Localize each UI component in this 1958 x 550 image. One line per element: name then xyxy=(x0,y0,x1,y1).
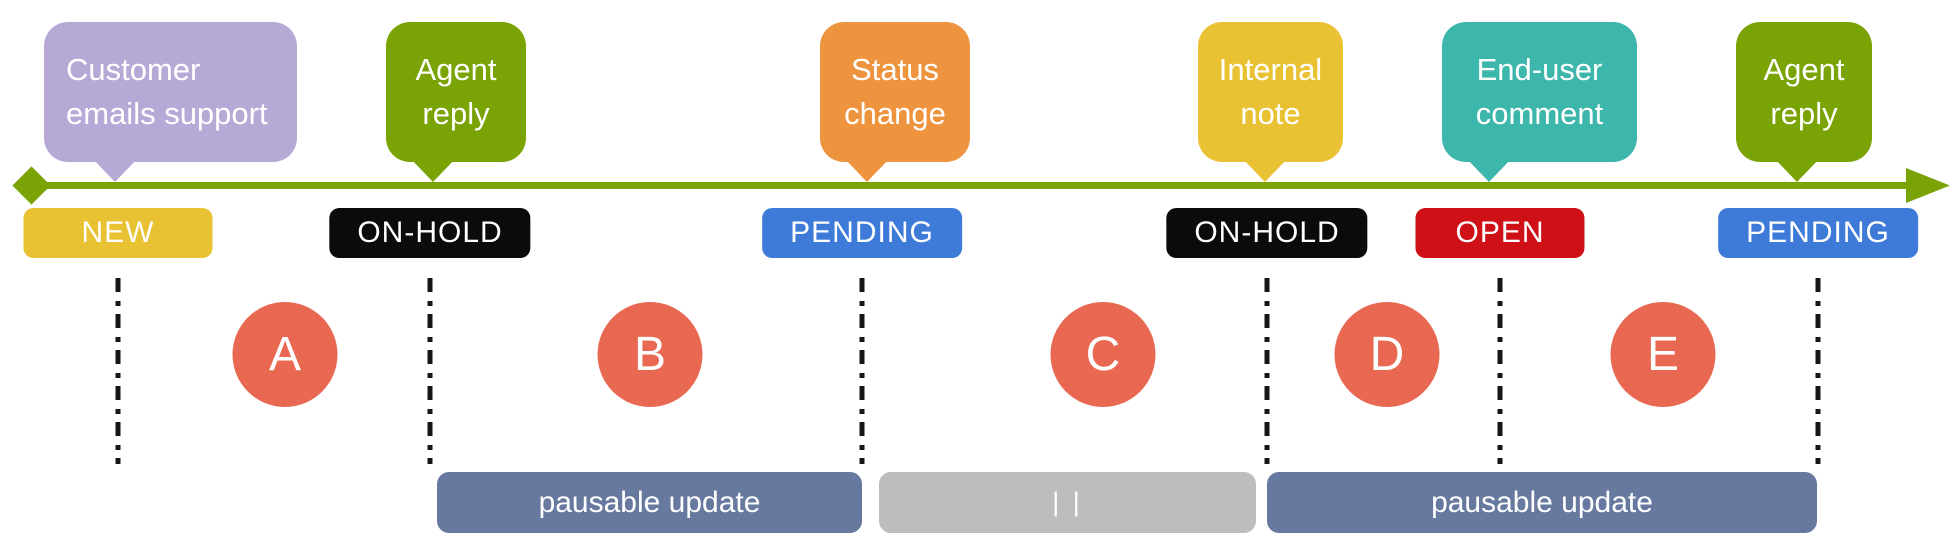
status-badge-pending: PENDING xyxy=(1718,208,1918,258)
event-dashed-line xyxy=(1264,278,1270,464)
arrow-right-icon xyxy=(1906,168,1950,203)
diamond-icon xyxy=(12,166,51,205)
bubble-tail-icon xyxy=(1242,158,1288,182)
bubble-text: End-user comment xyxy=(1475,52,1604,131)
event-dashed-line xyxy=(427,278,433,464)
status-badge-new: NEW xyxy=(23,208,213,258)
bubble-text: Agent reply xyxy=(415,52,497,131)
speech-bubble-agent-reply: Agent reply xyxy=(386,22,526,182)
bubble-tail-icon xyxy=(410,158,456,182)
speech-bubble-status-change: Status change xyxy=(820,22,970,182)
step-marker-e: E xyxy=(1610,302,1716,407)
step-marker-b: B xyxy=(597,302,703,407)
bubble-tail-icon xyxy=(1774,158,1820,182)
speech-bubble-customer-emails-support: Customer emails support xyxy=(44,22,297,182)
speech-bubble-internal-note: Internal note xyxy=(1198,22,1343,182)
pausable-update-bar: pausable update xyxy=(437,472,862,533)
event-dashed-line xyxy=(859,278,865,464)
step-marker-d: D xyxy=(1334,302,1440,407)
pause-bar: | | xyxy=(879,472,1256,533)
speech-bubble-agent-reply: Agent reply xyxy=(1736,22,1872,182)
pausable-update-bar: pausable update xyxy=(1267,472,1817,533)
bubble-text: Status change xyxy=(844,52,946,131)
bubble-text: Internal note xyxy=(1218,52,1323,131)
bubble-text: Agent reply xyxy=(1763,52,1845,131)
event-dashed-line xyxy=(1497,278,1503,464)
bubble-tail-icon xyxy=(92,158,138,182)
bubble-text: Customer emails support xyxy=(66,52,268,131)
step-marker-a: A xyxy=(232,302,338,407)
event-dashed-line xyxy=(1815,278,1821,464)
status-badge-open: OPEN xyxy=(1415,208,1585,258)
status-badge-pending: PENDING xyxy=(762,208,962,258)
event-dashed-line xyxy=(115,278,121,464)
bubble-tail-icon xyxy=(1466,158,1512,182)
step-marker-c: C xyxy=(1050,302,1156,407)
timeline-line xyxy=(30,182,1914,189)
status-badge-on-hold: ON-HOLD xyxy=(329,208,531,258)
status-badge-on-hold: ON-HOLD xyxy=(1166,208,1368,258)
speech-bubble-end-user-comment: End-user comment xyxy=(1442,22,1637,182)
bubble-tail-icon xyxy=(844,158,890,182)
